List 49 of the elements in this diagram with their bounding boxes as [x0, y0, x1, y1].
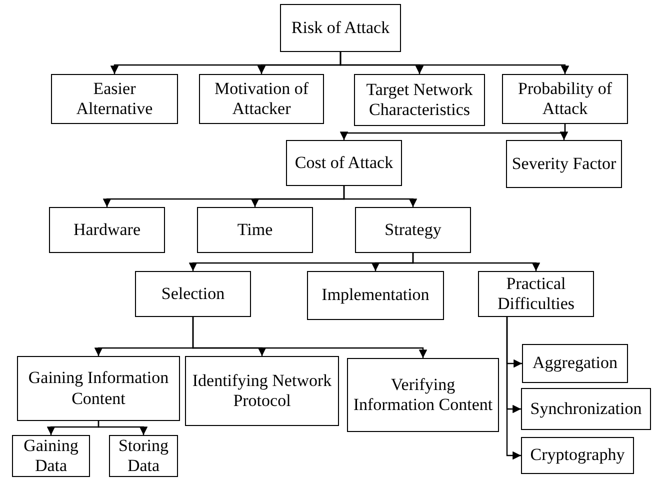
box-label: Implementation: [322, 285, 430, 306]
tree-box: [280, 4, 401, 52]
box-label: Verifying Information Content: [352, 374, 494, 416]
tree-box: [355, 207, 471, 253]
tree-box: [307, 271, 444, 320]
tree-box: [135, 271, 251, 317]
tree-box: [286, 140, 402, 186]
tree-box: [354, 74, 485, 126]
connector-arrow: [560, 124, 568, 140]
tree-box: [51, 74, 178, 124]
connector-arrow: [412, 253, 540, 271]
box-label: Cost of Attack: [294, 152, 394, 174]
tree-box: [12, 435, 90, 477]
tree-box: [109, 435, 178, 477]
connector-arrow: [340, 52, 570, 74]
box-label: Aggregation: [532, 353, 618, 374]
box-label: Identifying Network Protocol: [191, 370, 333, 412]
tree-box: [506, 140, 622, 188]
box-label: Gaining Data: [22, 436, 80, 476]
box-label: Cryptography: [530, 445, 625, 466]
connector-arrow: [192, 317, 428, 358]
connector-arrow: [98, 421, 148, 435]
tree-box: [521, 437, 634, 474]
tree-box: [197, 207, 313, 253]
box-label: Synchronization: [530, 398, 642, 420]
tree-box: [521, 388, 651, 430]
box-label: Target Network Characteristics: [365, 80, 474, 120]
box-label: Strategy: [384, 220, 442, 240]
tree-box: [522, 344, 628, 383]
tree-box: [478, 271, 594, 317]
tree-box: [17, 356, 180, 421]
box-label: Storing Data: [117, 436, 170, 476]
tree-box: [49, 207, 165, 253]
box-label: Selection: [161, 284, 225, 304]
box-label: Time: [237, 220, 273, 240]
box-label: Practical Difficulties: [496, 274, 576, 314]
tree-box: [199, 74, 324, 124]
tree-box: [185, 356, 339, 426]
box-label: Severity Factor: [512, 154, 616, 174]
box-label: Risk of Attack: [291, 18, 390, 38]
connector-arrow: [506, 317, 521, 460]
box-label: Probability of Attack: [517, 78, 613, 120]
box-label: Motivation of Attacker: [214, 78, 310, 120]
box-label: Gaining Information Content: [27, 368, 170, 409]
box-label: Hardware: [73, 220, 140, 240]
connector-arrow: [343, 186, 418, 207]
tree-box: [502, 74, 628, 124]
box-label: Easier Alternative: [75, 78, 154, 120]
tree-box: [347, 358, 499, 432]
